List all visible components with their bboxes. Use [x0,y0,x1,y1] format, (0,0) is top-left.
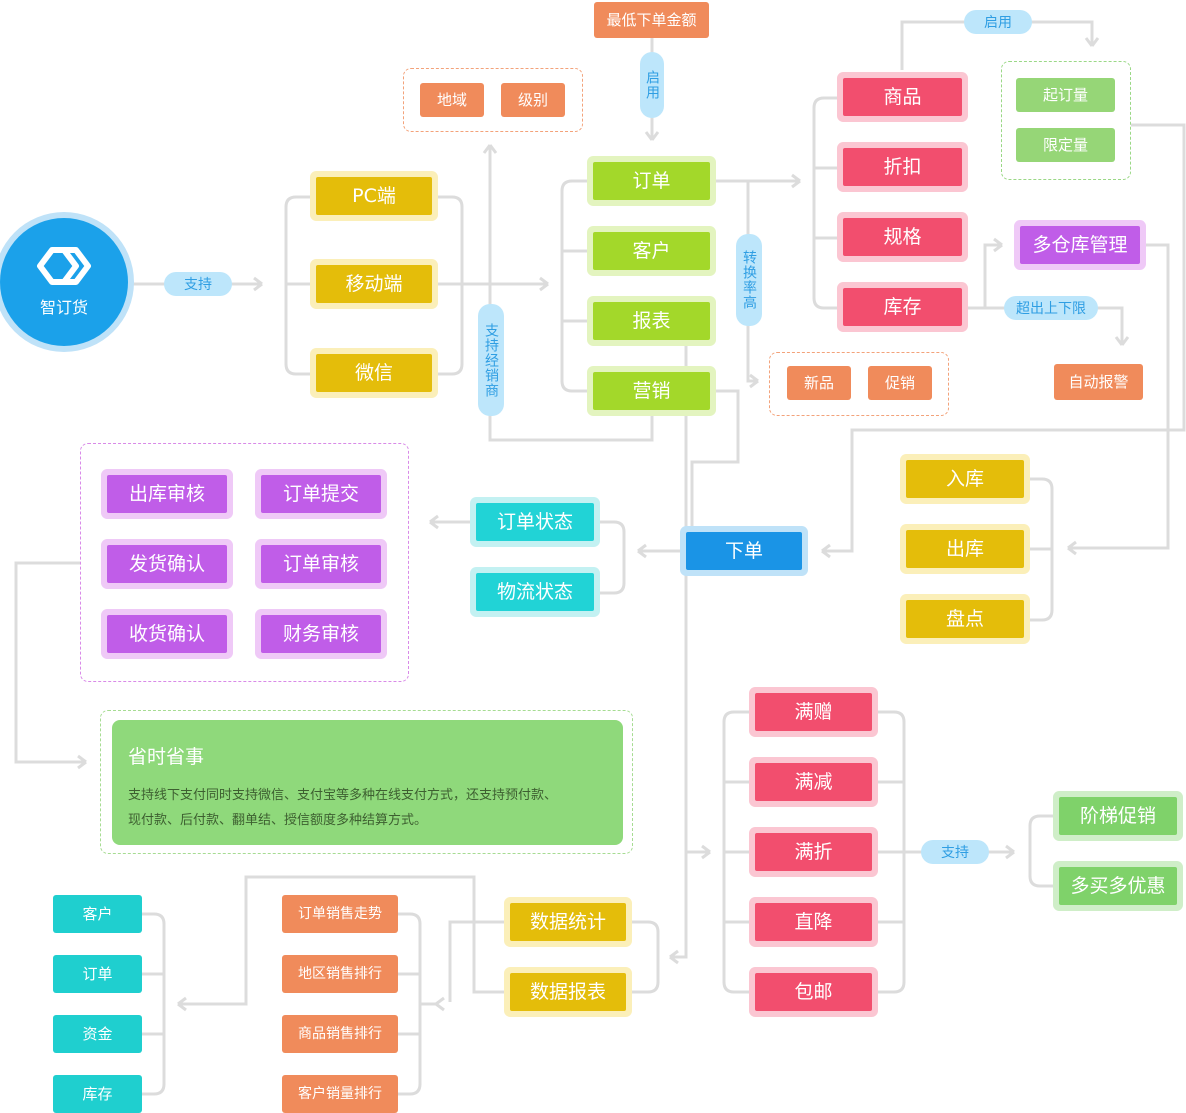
stats-customer[interactable]: 客户 [53,895,142,933]
info-group [100,710,633,854]
warehouse-out[interactable]: 出库 [906,530,1024,568]
region-level-group [403,68,583,132]
audit-receipt-confirm[interactable]: 收货确认 [107,615,227,653]
audit-group [80,443,409,682]
info-card-desc-line2: 现付款、后付款、翻单结、授信额度多种结算方式。 [128,813,428,828]
data-statistics-node[interactable]: 数据统计 [510,903,626,941]
new-product-node[interactable]: 新品 [787,366,851,400]
region-node[interactable]: 地域 [420,83,484,117]
min-order-amount-node[interactable]: 最低下单金额 [594,2,709,38]
data-report-node[interactable]: 数据报表 [510,973,626,1011]
support-promo-pill: 支持 [921,840,989,864]
module-report[interactable]: 报表 [593,302,710,340]
promotion-node[interactable]: 促销 [868,366,932,400]
level-node[interactable]: 级别 [501,83,565,117]
ranking-region-sales[interactable]: 地区销售排行 [282,955,398,993]
info-card-title: 省时省事 [128,746,205,768]
logistics-status-node[interactable]: 物流状态 [476,573,594,611]
multi-warehouse-node[interactable]: 多仓库管理 [1020,226,1140,264]
product-goods[interactable]: 商品 [843,78,962,116]
warehouse-count[interactable]: 盘点 [906,600,1024,638]
warehouse-in[interactable]: 入库 [906,460,1024,498]
root-logo-node: 智订货 [0,218,128,346]
quantity-group [1001,61,1131,180]
ranking-customer-sales[interactable]: 客户销量排行 [282,1075,398,1113]
audit-shipping-confirm[interactable]: 发货确认 [107,545,227,583]
promo-buy-more[interactable]: 多买多优惠 [1059,867,1177,905]
place-order-node[interactable]: 下单 [686,532,802,570]
enable-top-pill: 启用 [964,10,1032,34]
promo-free-shipping[interactable]: 包邮 [755,973,872,1011]
promo-gift[interactable]: 满赠 [755,693,872,731]
conversion-pill: 转换率高 [736,234,762,326]
module-marketing[interactable]: 营销 [593,372,710,410]
product-stock[interactable]: 库存 [843,288,962,326]
ranking-product-sales[interactable]: 商品销售排行 [282,1015,398,1053]
module-order[interactable]: 订单 [593,162,710,200]
enable-vertical-pill: 启用 [640,52,664,118]
module-customer[interactable]: 客户 [593,232,710,270]
diamond-logo-icon [37,247,91,285]
order-status-node[interactable]: 订单状态 [476,503,594,541]
audit-outbound-review[interactable]: 出库审核 [107,475,227,513]
auto-alert-node[interactable]: 自动报警 [1054,364,1143,400]
product-discount[interactable]: 折扣 [843,148,962,186]
max-quantity-node[interactable]: 限定量 [1016,128,1115,162]
root-label: 智订货 [39,298,88,317]
stats-funds[interactable]: 资金 [53,1015,142,1053]
promo-reduce[interactable]: 满减 [755,763,872,801]
info-card-desc-line1: 支持线下支付同时支持微信、支付宝等多种在线支付方式，还支持预付款、 [128,788,558,803]
support-dealer-pill: 支持经销商 [478,304,504,416]
product-spec[interactable]: 规格 [843,218,962,256]
info-card: 省时省事 支持线下支付同时支持微信、支付宝等多种在线支付方式，还支持预付款、 现… [112,720,623,845]
promo-direct-cut[interactable]: 直降 [755,903,872,941]
channel-pc[interactable]: PC端 [316,177,432,215]
ranking-order-trend[interactable]: 订单销售走势 [282,895,398,933]
channel-mobile[interactable]: 移动端 [316,265,432,303]
promo-discount[interactable]: 满折 [755,833,872,871]
stats-inventory[interactable]: 库存 [53,1075,142,1113]
new-promo-group [769,352,949,416]
stats-order[interactable]: 订单 [53,955,142,993]
support-pill: 支持 [164,272,232,296]
promo-tiered[interactable]: 阶梯促销 [1059,797,1177,835]
exceed-limit-pill: 超出上下限 [1004,296,1098,320]
audit-order-submit[interactable]: 订单提交 [261,475,381,513]
min-quantity-node[interactable]: 起订量 [1016,78,1115,112]
audit-finance-review[interactable]: 财务审核 [261,615,381,653]
channel-wechat[interactable]: 微信 [316,354,432,392]
audit-order-review[interactable]: 订单审核 [261,545,381,583]
